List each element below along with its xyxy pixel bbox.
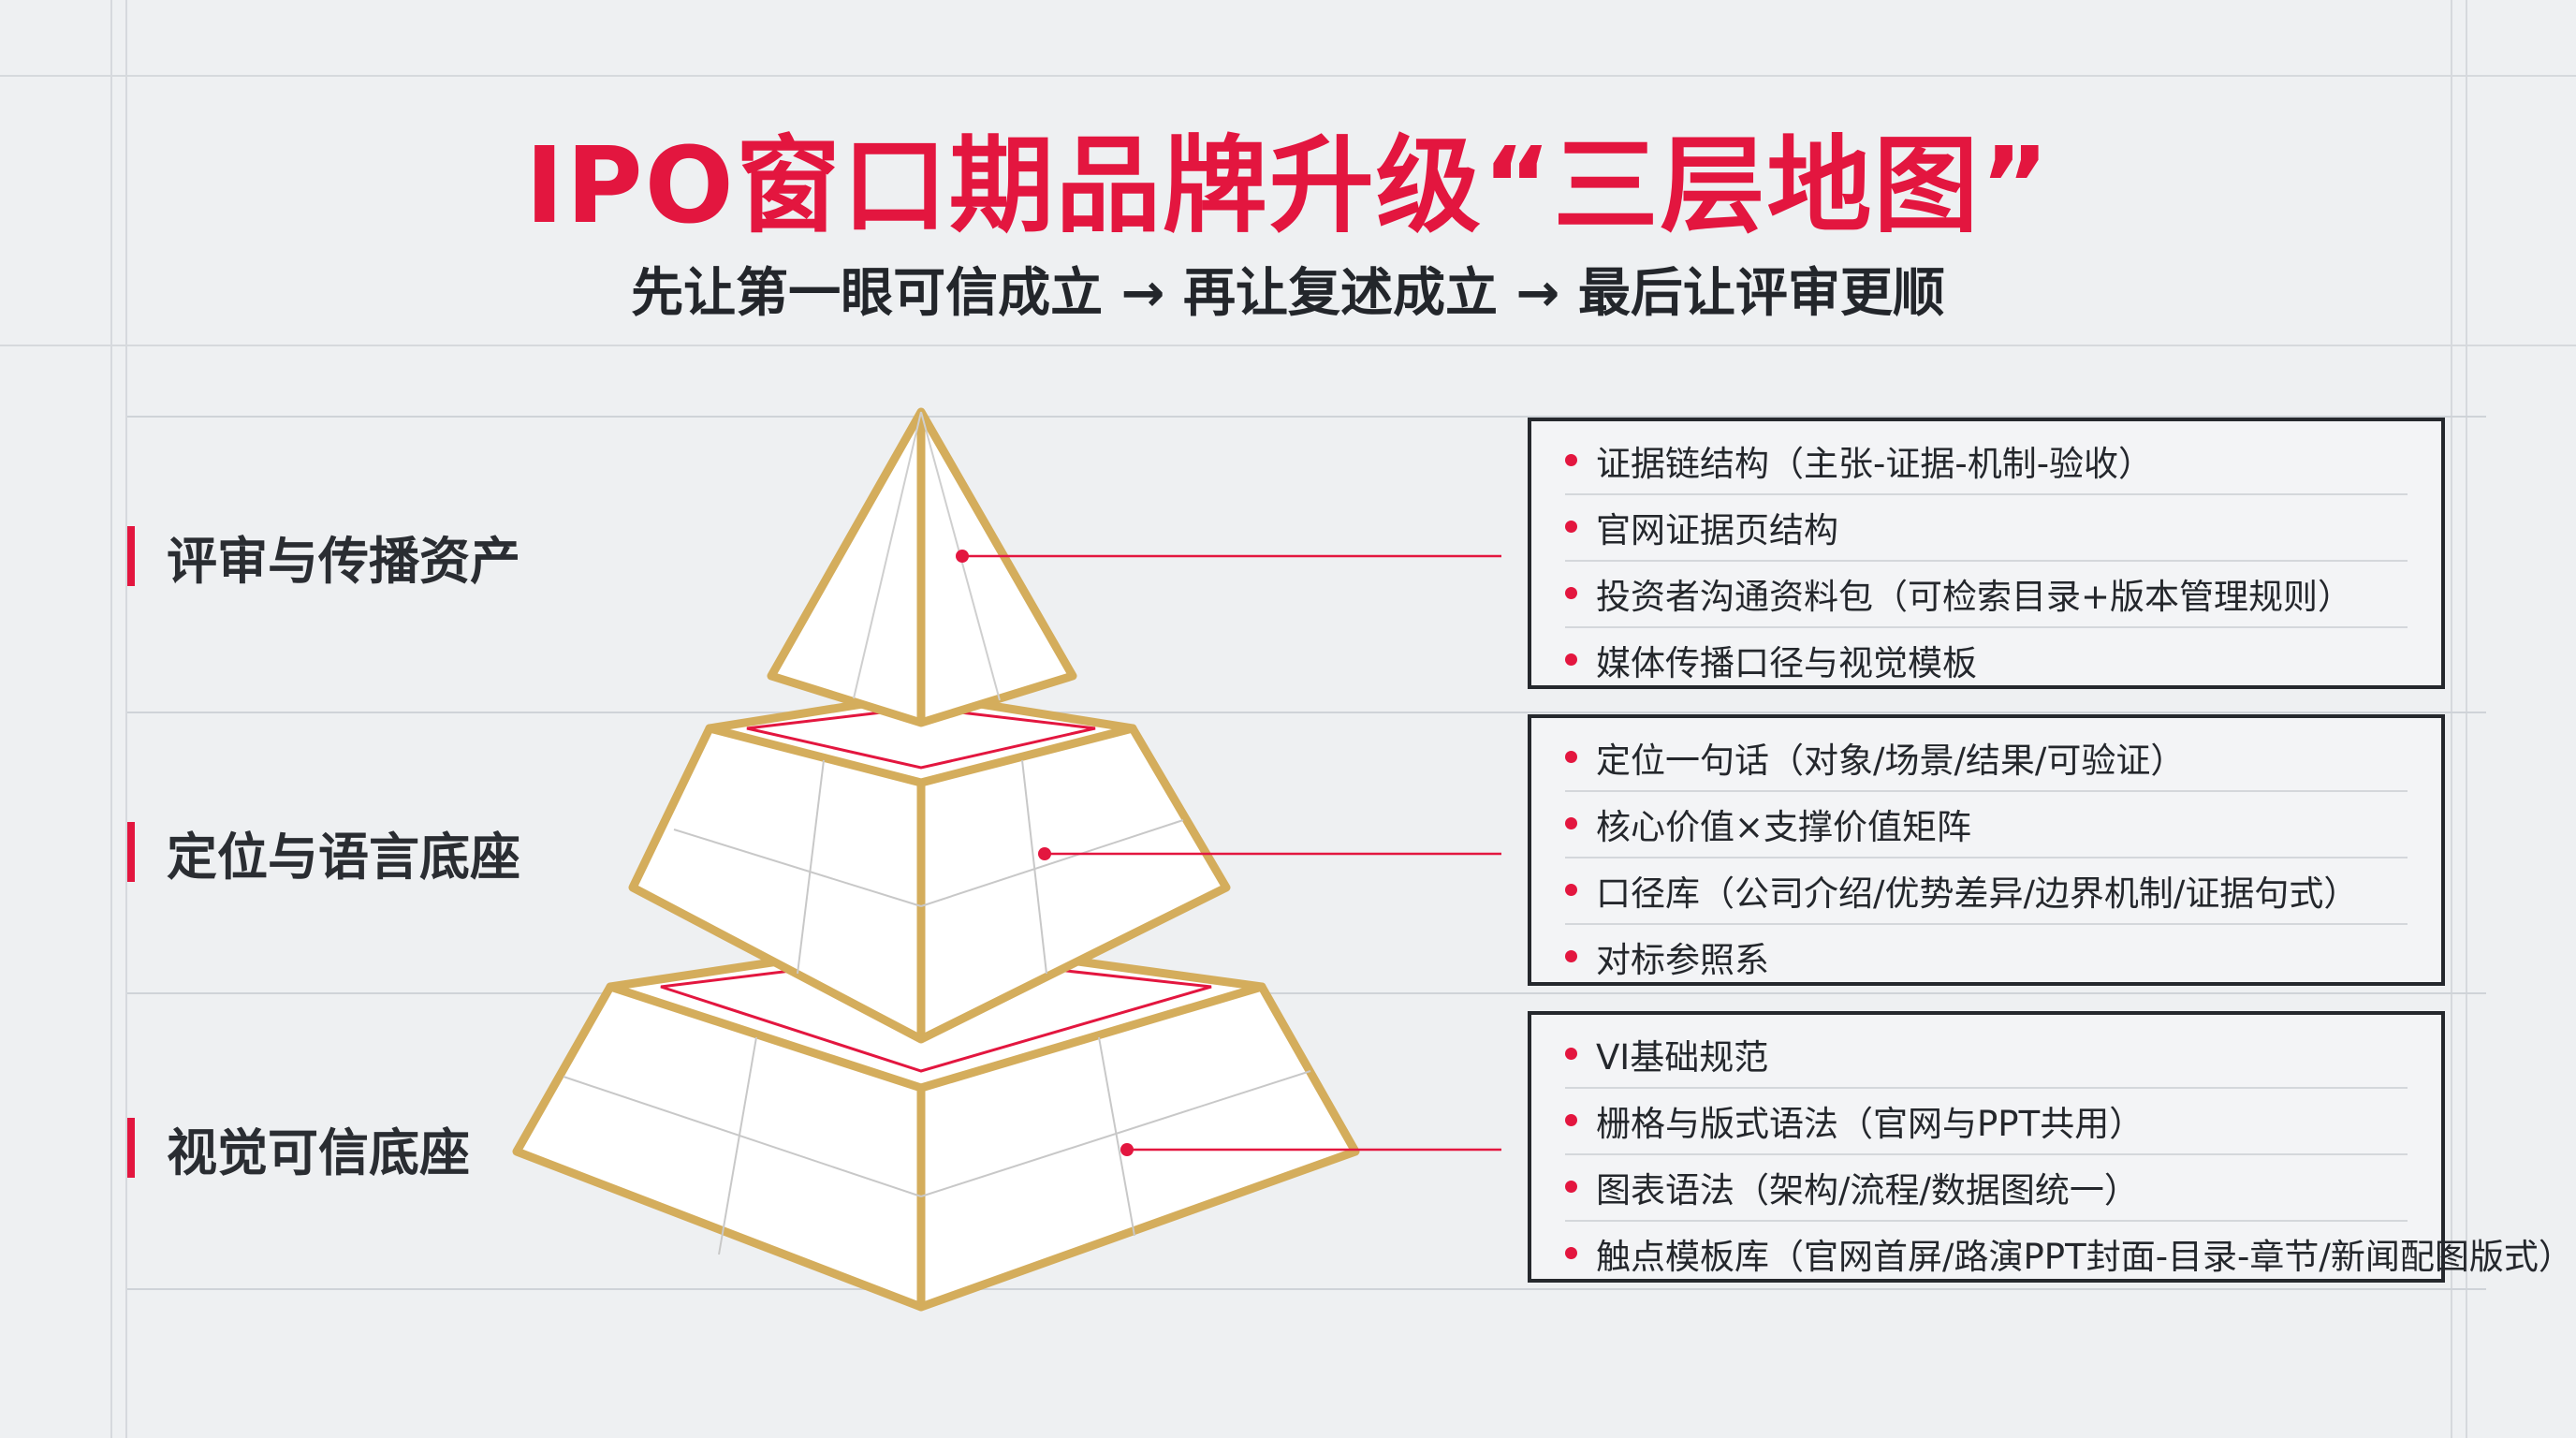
bullet-dot [1565,1247,1577,1259]
list-item-text: VI基础规范 [1596,1036,1769,1078]
page-title: IPO窗口期品牌升级“三层地图” [524,125,2052,247]
divider [1565,560,2408,562]
list-item: 定位一句话（对象/场景/结果/可验证） [1531,724,2441,790]
divider [1565,493,2408,495]
layer-label-middle: 定位与语言底座 [127,818,520,887]
grid-line [110,0,112,1438]
bullet-dot [1565,1048,1577,1060]
detail-box-middle: 定位一句话（对象/场景/结果/可验证） 核心价值×支撑价值矩阵 口径库（公司介绍… [1528,714,2445,986]
bullet-dot [1565,653,1577,666]
list-item: 官网证据页结构 [1531,493,2441,560]
bullet-dot [1565,454,1577,466]
bullet-dot [1565,1114,1577,1126]
pyramid-middle-tier [628,690,1231,1044]
layer-label-text: 定位与语言底座 [167,827,520,887]
page-subtitle: 先让第一眼可信成立 → 再让复述成立 → 最后让评审更顺 [631,263,1945,324]
list-item-text: 投资者沟通资料包（可检索目录+版本管理规则） [1596,576,2353,617]
list-item: 媒体传播口径与视觉模板 [1531,626,2441,693]
list-item-text: 核心价值×支撑价值矩阵 [1596,806,1972,847]
grid-line [125,0,127,1438]
list-item: 触点模板库（官网首屏/路演PPT封面-目录-章节/新闻配图版式） [1531,1220,2573,1286]
list-item: 栅格与版式语法（官网与PPT共用） [1531,1087,2441,1153]
list-item-text: 证据链结构（主张-证据-机制-验收） [1596,443,2154,484]
list-item: 证据链结构（主张-证据-机制-验收） [1531,427,2441,493]
list-item-text: 口径库（公司介绍/优势差异/边界机制/证据句式） [1596,873,2359,914]
list-item-text: 图表语法（架构/流程/数据图统一） [1596,1169,2139,1211]
bullet-dot [1565,521,1577,533]
band-divider [127,416,2486,418]
band-divider [127,992,2486,994]
bullet-dot [1565,884,1577,896]
bullet-dot [1565,817,1577,829]
layer-label-top: 评审与传播资产 [127,522,520,591]
grid-line [2451,0,2452,1438]
list-item: 图表语法（架构/流程/数据图统一） [1531,1153,2441,1220]
divider [1565,1153,2408,1155]
list-item: 核心价值×支撑价值矩阵 [1531,790,2441,857]
layer-label-text: 视觉可信底座 [167,1123,470,1182]
bullet-dot [1565,751,1577,763]
detail-box-top: 证据链结构（主张-证据-机制-验收） 官网证据页结构 投资者沟通资料包（可检索目… [1528,418,2445,689]
divider [1565,857,2408,858]
list-item-text: 对标参照系 [1596,939,1769,980]
accent-bar [127,1118,135,1178]
list-item: 投资者沟通资料包（可检索目录+版本管理规则） [1531,560,2441,626]
band-divider [127,712,2486,713]
layer-label-text: 评审与传播资产 [167,531,520,591]
divider [1565,790,2408,792]
accent-bar [127,526,135,586]
pyramid-top-tier [767,407,1077,727]
grid-line [0,75,2576,77]
layer-label-bottom: 视觉可信底座 [127,1114,470,1182]
bullet-dot [1565,950,1577,962]
divider [1565,1087,2408,1089]
band-divider [127,1288,2486,1290]
list-item-text: 触点模板库（官网首屏/路演PPT封面-目录-章节/新闻配图版式） [1596,1236,2573,1277]
detail-box-bottom: VI基础规范 栅格与版式语法（官网与PPT共用） 图表语法（架构/流程/数据图统… [1528,1011,2573,1286]
divider [1565,626,2408,628]
list-item-text: 栅格与版式语法（官网与PPT共用） [1596,1103,2144,1144]
grid-line [2466,0,2467,1438]
connector-lines [956,550,1501,1156]
accent-bar [127,822,135,882]
list-item: 对标参照系 [1531,923,2441,990]
list-item: 口径库（公司介绍/优势差异/边界机制/证据句式） [1531,857,2441,923]
list-item: VI基础规范 [1531,1020,2441,1087]
list-item-text: 官网证据页结构 [1596,509,1838,550]
bullet-dot [1565,1181,1577,1193]
list-item-text: 媒体传播口径与视觉模板 [1596,642,1977,683]
list-item-text: 定位一句话（对象/场景/结果/可验证） [1596,740,2186,781]
grid-line [0,345,2576,346]
divider [1565,923,2408,925]
divider [1565,1220,2408,1222]
bullet-dot [1565,587,1577,599]
